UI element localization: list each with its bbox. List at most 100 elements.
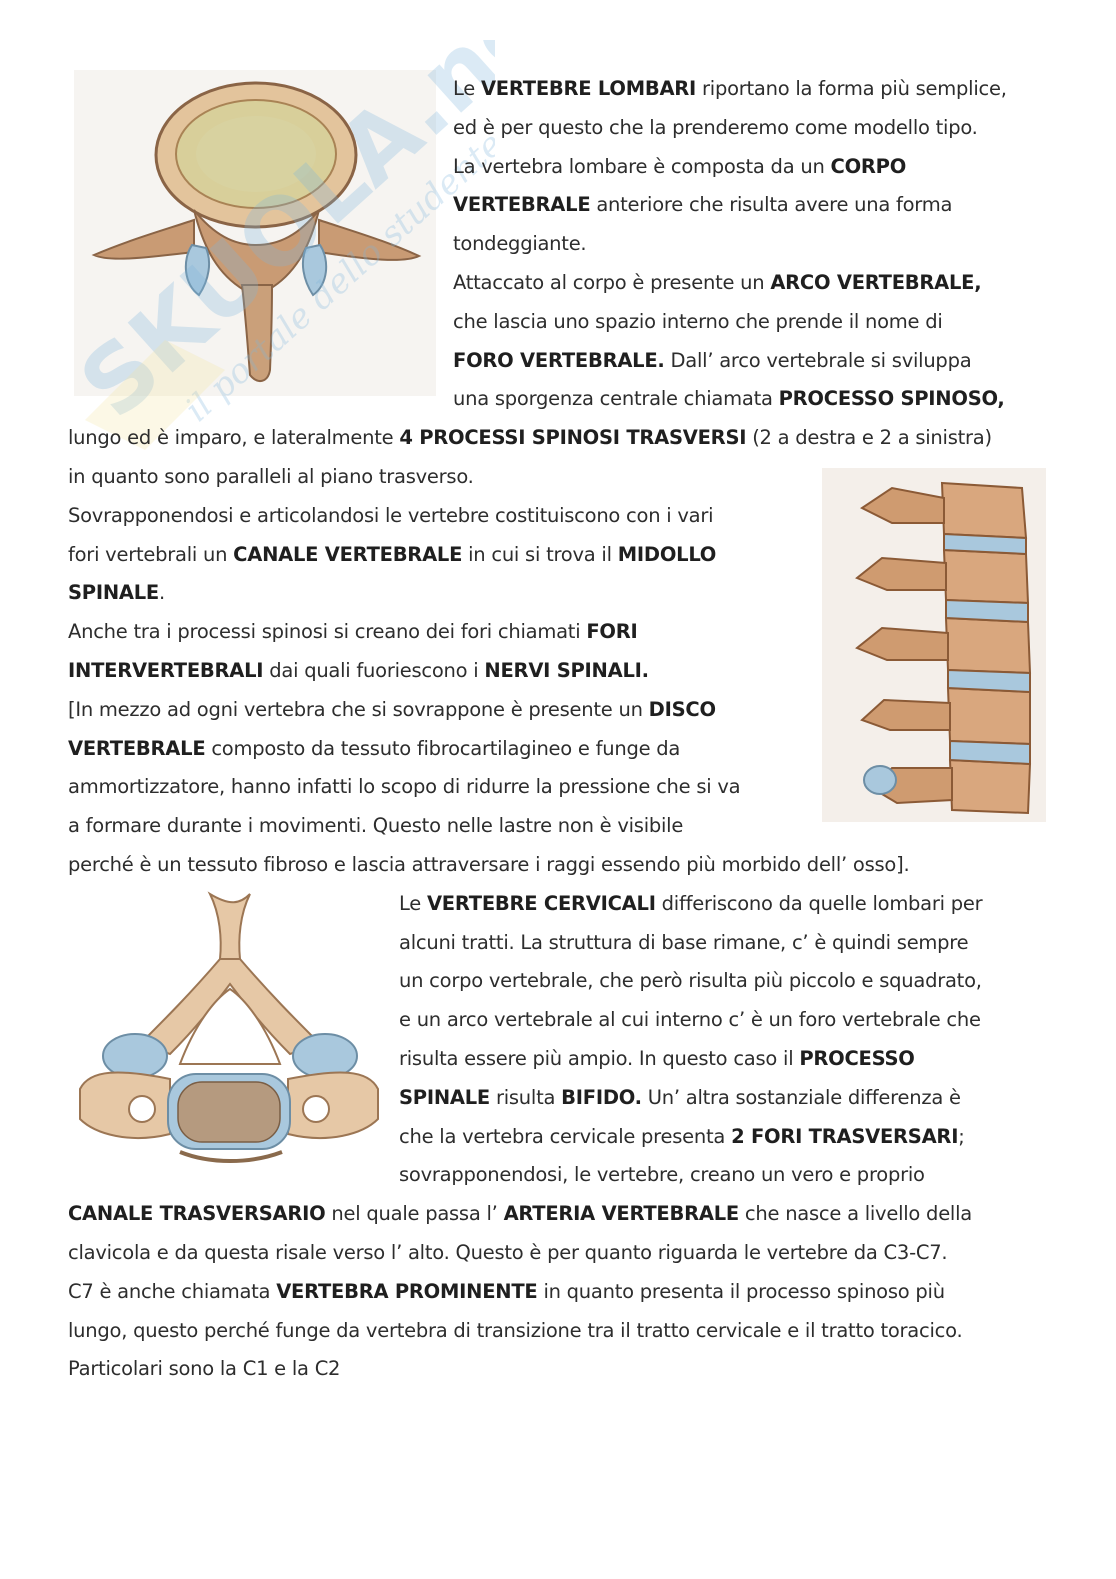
bold-term: PROCESSO SPINOSO, (778, 387, 1005, 411)
text-run: perché è un tessuto fibroso e lascia att… (68, 853, 910, 876)
cervical-vertebra-figure (70, 884, 388, 1172)
text-line: fori vertebrali un CANALE VERTEBRALE in … (68, 536, 716, 575)
text-run: lungo, questo perché funge da vertebra d… (68, 1318, 963, 1342)
bold-term: VERTEBRE LOMBARI (480, 77, 697, 100)
lumbar-vertebra-illustration (74, 70, 436, 396)
bold-term: CANALE VERTEBRALE (233, 542, 463, 566)
bold-term: DISCO (648, 697, 716, 721)
text-line: Le VERTEBRE LOMBARI riportano la forma p… (453, 70, 1007, 109)
text-line: Sovrapponendosi e articolandosi le verte… (68, 497, 714, 536)
text-line: risulta essere più ampio. In questo caso… (399, 1040, 915, 1079)
text-line: [In mezzo ad ogni vertebra che si sovrap… (68, 691, 716, 730)
text-run: nel quale passa l’ (325, 1202, 504, 1226)
text-run: che la vertebra cervicale presenta (399, 1124, 732, 1148)
bold-term: CANALE TRASVERSARIO (68, 1202, 326, 1226)
text-line: Attaccato al corpo è presente un ARCO VE… (453, 264, 982, 303)
text-run: clavicola e da questa risale verso l’ al… (68, 1241, 948, 1264)
text-line: un corpo vertebrale, che però risulta pi… (399, 962, 982, 1001)
text-line: Anche tra i processi spinosi si creano d… (68, 613, 638, 652)
text-line: una sporgenza centrale chiamata PROCESSO… (453, 380, 1005, 419)
text-run: anteriore che risulta avere una forma (590, 193, 953, 217)
text-line: che lascia uno spazio interno che prende… (453, 303, 943, 342)
text-run: C7 è anche chiamata (68, 1279, 277, 1303)
text-run: a formare durante i movimenti. Questo ne… (68, 814, 684, 838)
text-line: CANALE TRASVERSARIO nel quale passa l’ A… (68, 1195, 972, 1234)
bold-term: VERTEBRALE (453, 193, 591, 217)
bold-term: ARCO VERTEBRALE, (770, 271, 982, 294)
text-line: clavicola e da questa risale verso l’ al… (68, 1234, 948, 1273)
text-run: (2 a destra e 2 a sinistra) (746, 426, 992, 450)
text-line: e un arco vertebrale al cui interno c’ è… (399, 1001, 981, 1040)
text-run: La vertebra lombare è composta da un (453, 154, 831, 178)
text-run: dai quali fuoriescono i (263, 659, 485, 682)
lumbar-spine-figure (822, 468, 1046, 822)
text-run: alcuni tratti. La struttura di base rima… (399, 930, 969, 954)
text-run: ; (958, 1124, 965, 1148)
text-run: Particolari sono la C1 e la C2 (68, 1357, 341, 1381)
text-run: in quanto presenta il processo spinoso p… (537, 1279, 945, 1303)
bold-term: 4 PROCESSI SPINOSI TRASVERSI (399, 426, 747, 450)
text-run: Dall’ arco vertebrale si sviluppa (664, 348, 972, 372)
bold-term: PROCESSO (799, 1047, 915, 1070)
text-run: Sovrapponendosi e articolandosi le verte… (68, 503, 714, 527)
bold-term: VERTEBRE CERVICALI (426, 891, 656, 915)
text-line: VERTEBRALE anteriore che risulta avere u… (453, 186, 952, 225)
text-line: alcuni tratti. La struttura di base rima… (399, 924, 969, 963)
text-run: Le (399, 891, 427, 915)
text-run: in quanto sono paralleli al piano trasve… (68, 465, 474, 488)
text-line: La vertebra lombare è composta da un COR… (453, 148, 906, 187)
text-run: risulta (490, 1085, 562, 1109)
bold-term: SPINALE (399, 1085, 490, 1109)
bold-term: BIFIDO. (561, 1085, 642, 1109)
text-run: ammortizzatore, hanno infatti lo scopo d… (68, 775, 741, 799)
text-line: SPINALE. (68, 574, 165, 613)
text-run: che nasce a livello della (738, 1202, 972, 1226)
text-run: e un arco vertebrale al cui interno c’ è… (399, 1008, 981, 1032)
lumbar-vertebra-figure (74, 70, 436, 396)
text-run: Le (453, 77, 481, 100)
text-line: sovrapponendosi, le vertebre, creano un … (399, 1156, 925, 1195)
text-line: SPINALE risulta BIFIDO. Un’ altra sostan… (399, 1079, 961, 1118)
bold-term: 2 FORI TRASVERSARI (731, 1124, 959, 1148)
text-run: riportano la forma più semplice, (696, 77, 1007, 100)
text-run: una sporgenza centrale chiamata (453, 387, 779, 411)
text-run: lungo ed è imparo, e lateralmente (68, 426, 400, 450)
text-line: VERTEBRALE composto da tessuto fibrocart… (68, 730, 680, 769)
text-run: Un’ altra sostanziale differenza è (641, 1085, 961, 1109)
text-run: in cui si trova il (462, 542, 618, 566)
text-run: Anche tra i processi spinosi si creano d… (68, 620, 587, 644)
bold-term: VERTEBRALE (68, 736, 206, 760)
text-run: [In mezzo ad ogni vertebra che si sovrap… (68, 697, 649, 721)
text-line: Le VERTEBRE CERVICALI differiscono da qu… (399, 885, 983, 924)
text-line: C7 è anche chiamata VERTEBRA PROMINENTE … (68, 1273, 945, 1312)
text-run: tondeggiante. (453, 232, 587, 256)
text-run: composto da tessuto fibrocartilagineo e … (205, 736, 681, 760)
text-run: fori vertebrali un (68, 542, 234, 566)
text-run: risulta essere più ampio. In questo caso… (399, 1047, 800, 1070)
bold-term: MIDOLLO (617, 542, 717, 566)
bold-term: FORI (586, 620, 638, 644)
bold-term: CORPO (830, 154, 907, 178)
bold-term: FORO VERTEBRALE. (453, 348, 665, 372)
bold-term: ARTERIA VERTEBRALE (503, 1202, 740, 1226)
cervical-vertebra-illustration (70, 884, 388, 1172)
text-line: ed è per questo che la prenderemo come m… (453, 109, 978, 148)
bold-term: INTERVERTEBRALI (68, 659, 264, 682)
text-run: Attaccato al corpo è presente un (453, 271, 771, 294)
text-line: lungo, questo perché funge da vertebra d… (68, 1312, 963, 1351)
bold-term: SPINALE (68, 581, 159, 605)
text-line: in quanto sono paralleli al piano trasve… (68, 458, 474, 497)
text-run: ed è per questo che la prenderemo come m… (453, 115, 978, 139)
text-run: differiscono da quelle lombari per (655, 891, 983, 915)
text-run: che lascia uno spazio interno che prende… (453, 309, 943, 333)
text-run: . (159, 581, 165, 605)
text-run: un corpo vertebrale, che però risulta pi… (399, 969, 982, 993)
text-line: tondeggiante. (453, 225, 587, 264)
bold-term: VERTEBRA PROMINENTE (276, 1279, 538, 1303)
lumbar-spine-lateral-illustration (822, 468, 1046, 822)
text-line: lungo ed è imparo, e lateralmente 4 PROC… (68, 419, 992, 458)
text-line: FORO VERTEBRALE. Dall’ arco vertebrale s… (453, 342, 972, 381)
text-run: sovrapponendosi, le vertebre, creano un … (399, 1163, 925, 1187)
text-line: Particolari sono la C1 e la C2 (68, 1350, 340, 1389)
